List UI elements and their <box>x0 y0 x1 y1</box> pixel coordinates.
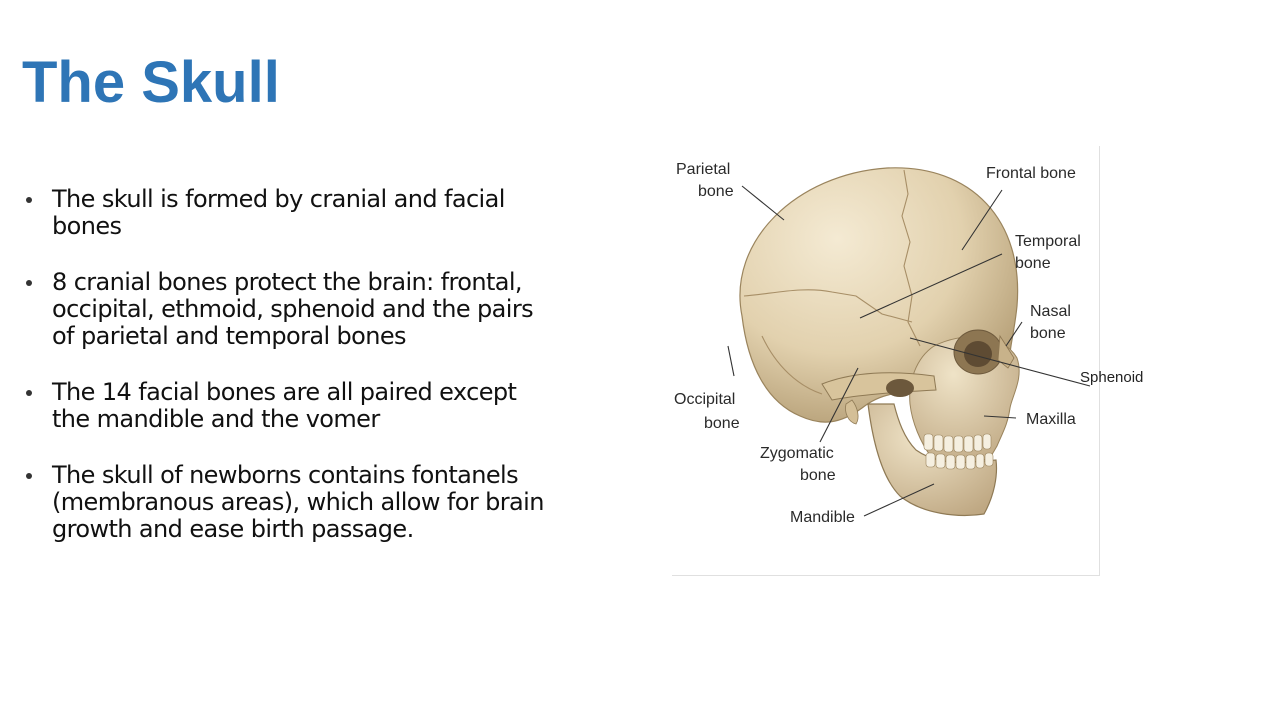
frontal-label: Frontal bone <box>986 165 1076 182</box>
orbit-depth-shape <box>964 341 992 367</box>
zygomatic-leader-line <box>819 367 859 443</box>
figure-border-right <box>1099 146 1100 576</box>
bullet-text: 8 cranial bones protect the brain: front… <box>52 268 534 350</box>
leader-lines <box>727 185 1091 517</box>
cranial-sutures <box>743 169 921 395</box>
lower-teeth <box>925 452 994 470</box>
skull-figure: Parietal bone Frontal bone Temporal bone… <box>672 146 1100 576</box>
sphenoid-label: Sphenoid <box>1080 369 1144 386</box>
bullet-text: The skull is formed by cranial and facia… <box>52 185 505 240</box>
zygomatic-arch-shape <box>821 372 937 401</box>
bullet-dot-icon <box>26 473 32 479</box>
sphenoid-leader-line <box>909 337 1091 387</box>
parietal-label-line2: bone <box>698 183 734 200</box>
ear-opening-shape <box>886 379 914 397</box>
temporal-leader-line <box>859 253 1003 319</box>
bullet-item: 8 cranial bones protect the brain: front… <box>26 269 556 350</box>
bullet-dot-icon <box>26 197 32 203</box>
mastoid-shape <box>845 399 859 425</box>
zygomatic-label-line1: Zygomatic <box>760 445 834 462</box>
nasal-label-line1: Nasal <box>1030 303 1071 320</box>
bullet-dot-icon <box>26 280 32 286</box>
nasal-leader-line <box>1005 321 1023 347</box>
bullet-list: The skull is formed by cranial and facia… <box>26 186 556 543</box>
nasal-shape <box>997 334 1015 369</box>
mandible-label: Mandible <box>790 509 855 526</box>
temporal-label-line2: bone <box>1015 255 1051 272</box>
nasal-label-line2: bone <box>1030 325 1066 342</box>
frontal-leader-line <box>961 189 1003 251</box>
occipital-label-line1: Occipital <box>674 391 735 408</box>
slide-title: The Skull <box>22 50 280 115</box>
parietal-label-line1: Parietal <box>676 161 730 178</box>
zygomatic-label-line2: bone <box>800 467 836 484</box>
bullet-item: The skull of newborns contains fontanels… <box>26 462 556 543</box>
maxilla-leader-line <box>983 415 1017 419</box>
skull-illustration: Parietal bone Frontal bone Temporal bone… <box>674 161 1091 526</box>
occipital-leader-line <box>727 345 735 377</box>
occipital-label-line2: bone <box>704 415 740 432</box>
parietal-leader-line <box>741 185 785 221</box>
bullet-item: The skull is formed by cranial and facia… <box>26 186 556 240</box>
bullet-text: The skull of newborns contains fontanels… <box>52 461 544 543</box>
maxilla-label: Maxilla <box>1026 411 1076 428</box>
bullet-text: The 14 facial bones are all paired excep… <box>52 378 517 433</box>
figure-border-bottom <box>672 575 1100 576</box>
bullet-item: The 14 facial bones are all paired excep… <box>26 379 556 433</box>
mandible-leader-line <box>863 483 935 517</box>
bullet-dot-icon <box>26 390 32 396</box>
temporal-label-line1: Temporal <box>1015 233 1081 250</box>
upper-teeth <box>923 433 992 453</box>
